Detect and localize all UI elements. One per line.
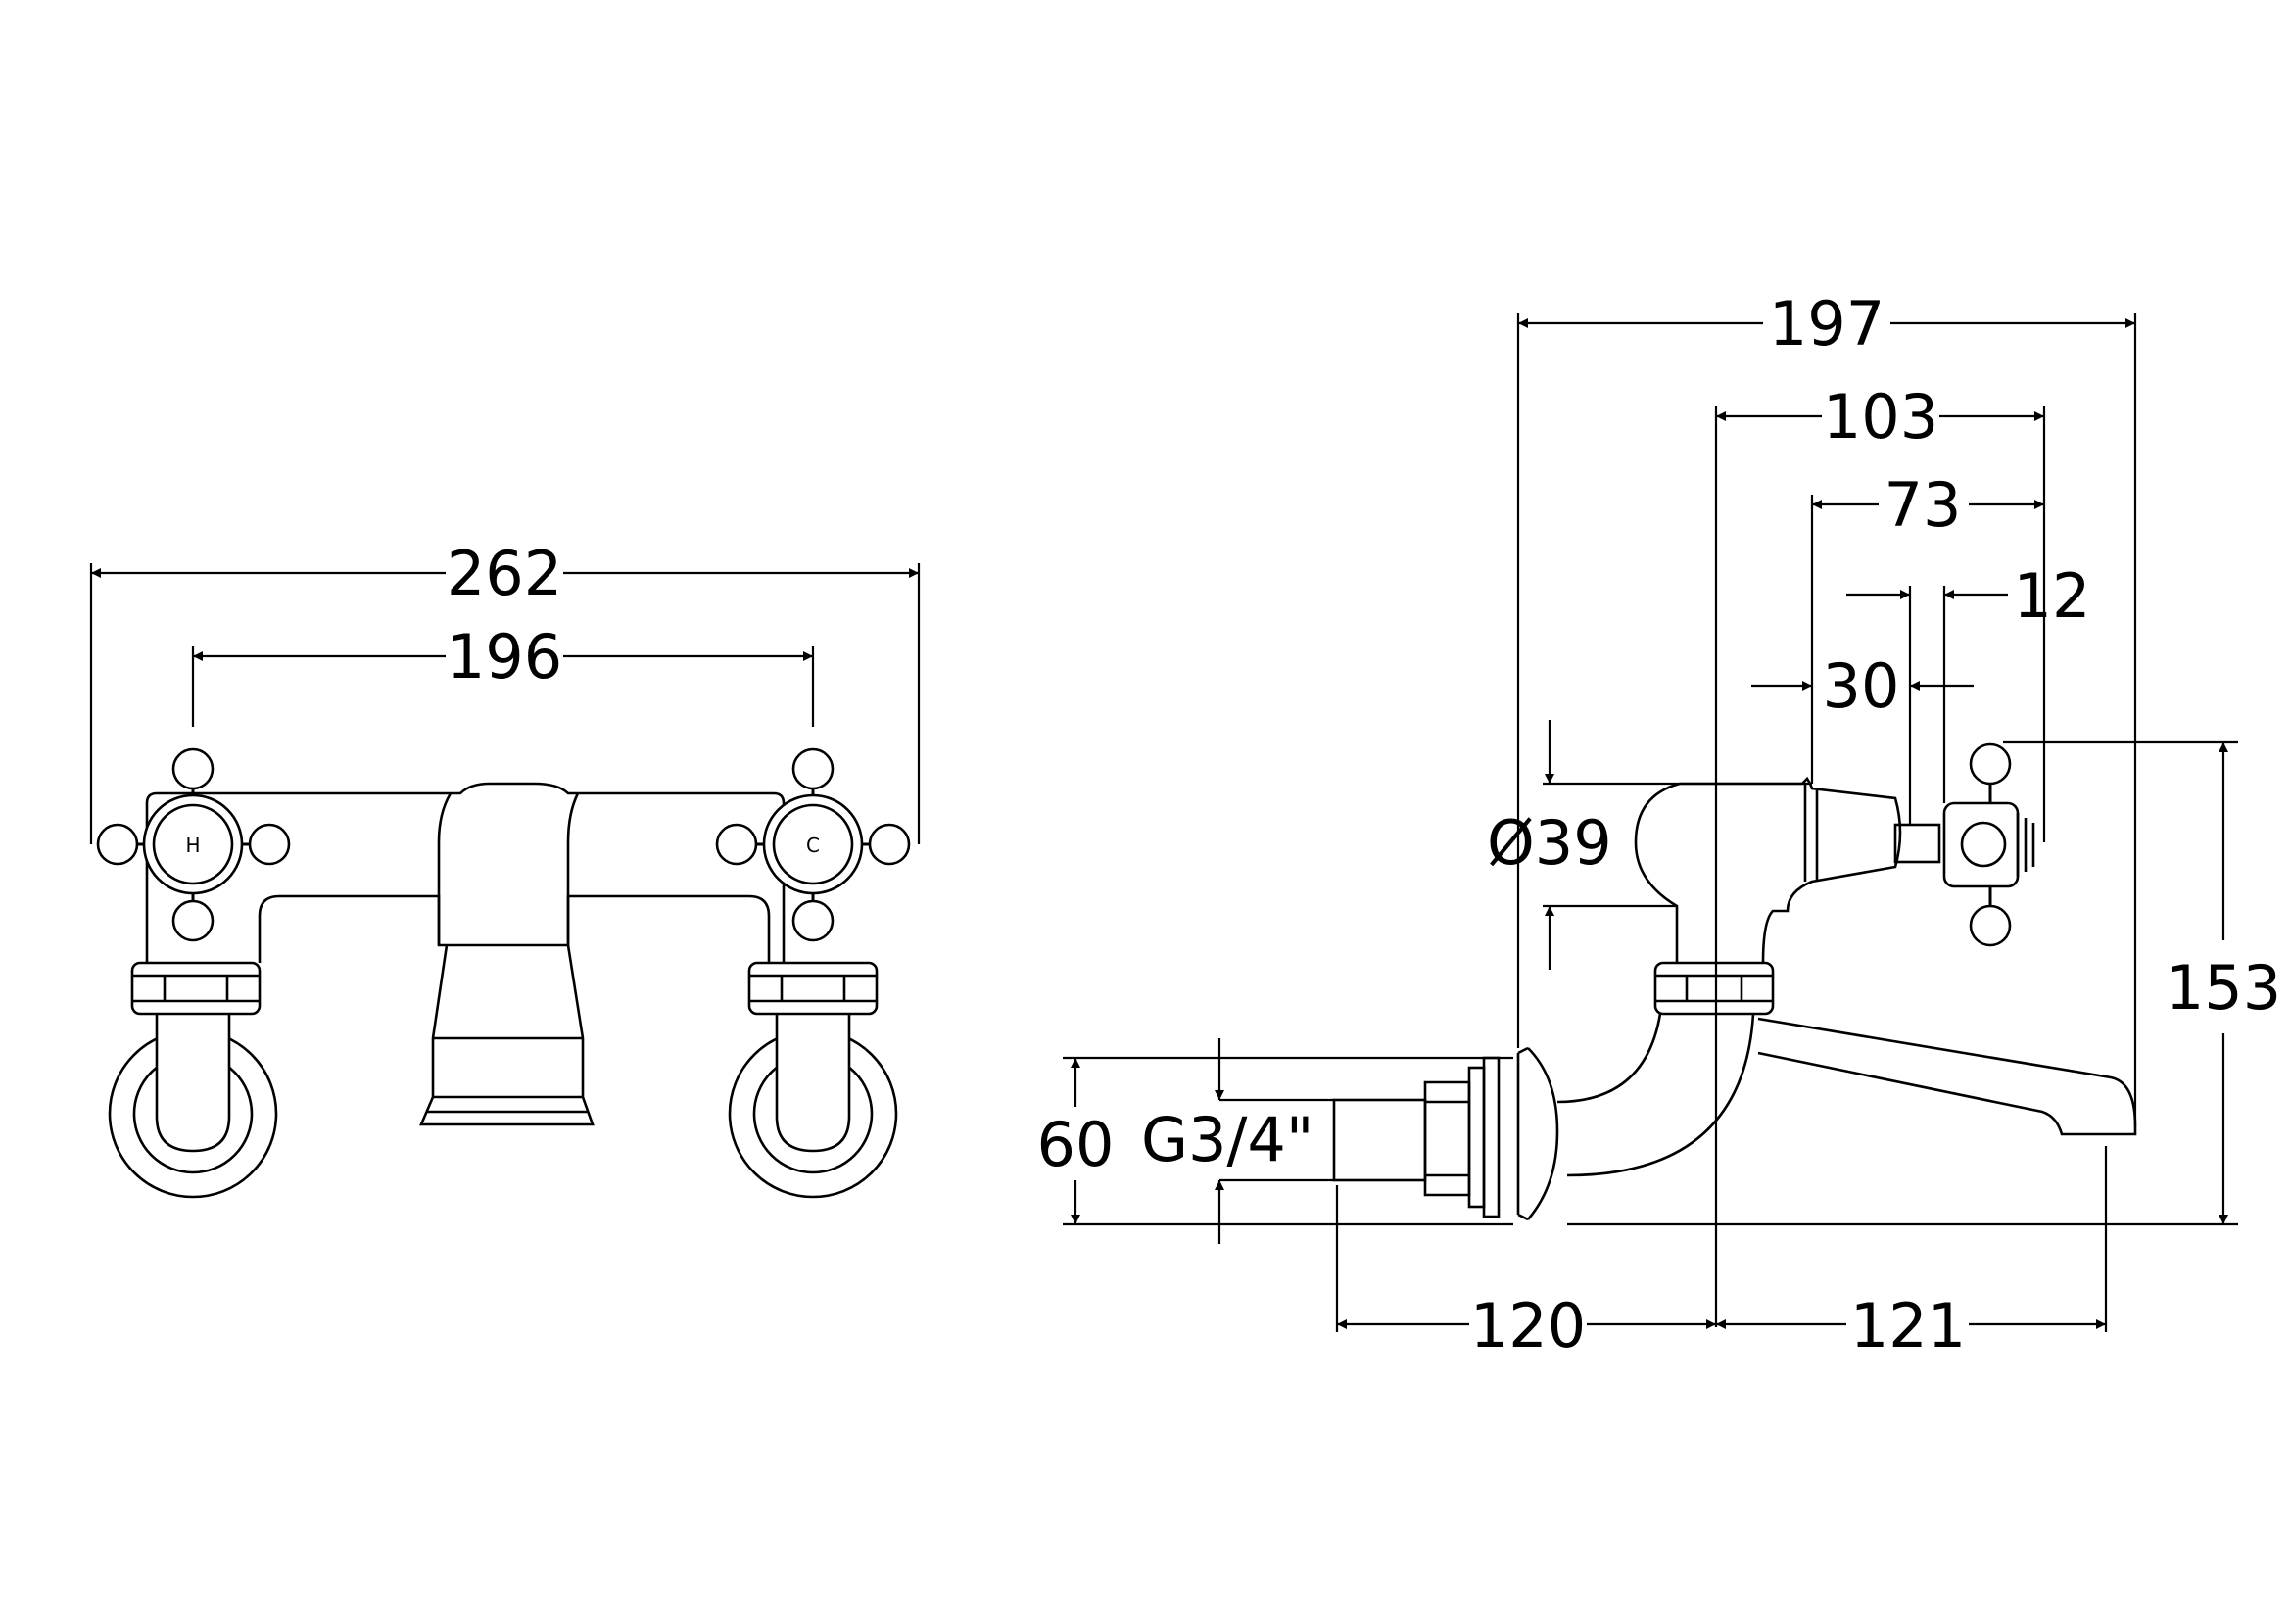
- hot-marker-label: H: [185, 834, 200, 857]
- dim-flange: 60: [1037, 1109, 1115, 1180]
- dim-handle-centers: 196: [447, 621, 562, 693]
- side-hex-nut: [1653, 961, 1775, 1016]
- handle-stem: [1893, 823, 1941, 864]
- plate-washer-inner: [1467, 1066, 1486, 1209]
- dim-overall-width: 262: [447, 538, 562, 609]
- dim-120: 120: [1470, 1290, 1586, 1361]
- mixer-body: [145, 782, 786, 963]
- spout-front: [419, 944, 595, 1126]
- cold-handle: C: [715, 747, 911, 942]
- side-cross-handle: [1942, 742, 2035, 947]
- dim-thread: G3/4": [1141, 1104, 1313, 1175]
- spout-side: [1757, 1017, 2137, 1136]
- left-inlet-pipe: [155, 1014, 231, 1153]
- wall-plate: [1516, 1046, 1559, 1221]
- hot-handle: H: [96, 747, 291, 942]
- dim-diameter: Ø39: [1487, 807, 1612, 879]
- dim-12: 12: [2014, 560, 2091, 632]
- dim-121: 121: [1850, 1290, 1966, 1361]
- cold-marker-label: C: [806, 834, 820, 857]
- side-body: [1634, 776, 1902, 964]
- dim-overall-depth: 197: [1769, 288, 1885, 359]
- center-housing: [437, 792, 580, 945]
- dim-height: 153: [2166, 952, 2281, 1024]
- side-dimensions: 197 103 73 12 30 Ø39 153 60: [1037, 288, 2282, 1361]
- plate-nut: [1423, 1080, 1471, 1197]
- side-view: [1332, 742, 2137, 1221]
- plate-washer-outer: [1482, 1056, 1501, 1218]
- inlet-thread: [1332, 1098, 1427, 1182]
- front-view: H C: [96, 747, 911, 1199]
- right-hex-nut: [747, 961, 879, 1016]
- front-dimensions: 262 196: [89, 538, 921, 844]
- left-hex-nut: [130, 961, 262, 1016]
- dim-73: 73: [1885, 469, 1962, 541]
- inlet-elbow: [1556, 1013, 1755, 1177]
- dim-30: 30: [1823, 650, 1900, 722]
- right-inlet-pipe: [775, 1014, 851, 1153]
- dim-103: 103: [1823, 381, 1938, 453]
